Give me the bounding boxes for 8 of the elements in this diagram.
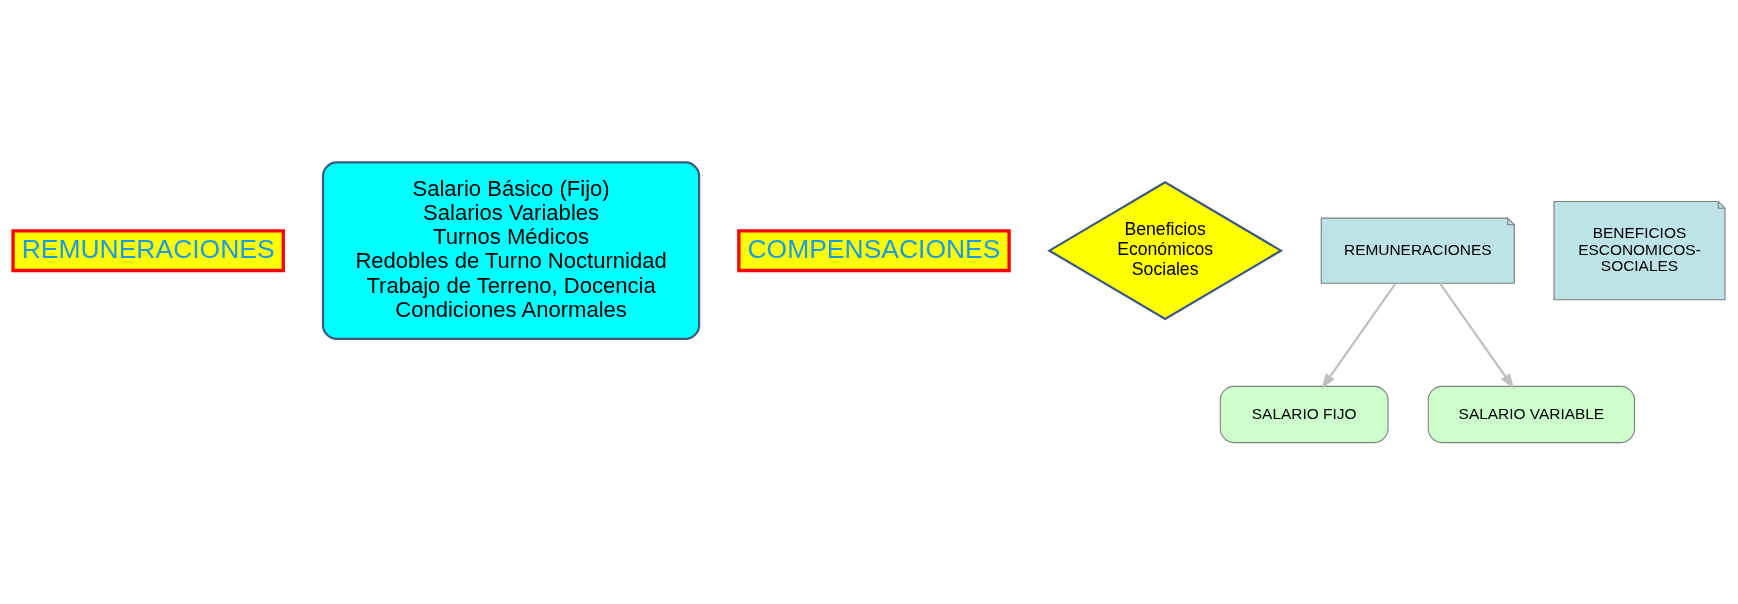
node-box: SALARIO VARIABLE [1427, 385, 1636, 443]
arrow [1321, 282, 1397, 389]
node-box: COMPENSACIONES [737, 228, 1011, 272]
node-box: SALARIO FIJO [1219, 385, 1389, 443]
node-box: REMUNERACIONES [11, 228, 285, 272]
node-box: Salario Básico (Fijo) Salarios Variables Turnos Médicos Redobles de Turno Nocturnidad Trabajo de Terreno, Docencia Condiciones Anormales [321, 160, 701, 340]
arrow [1439, 282, 1515, 389]
node-diamond: Beneficios Económicos Sociales [1047, 180, 1284, 320]
